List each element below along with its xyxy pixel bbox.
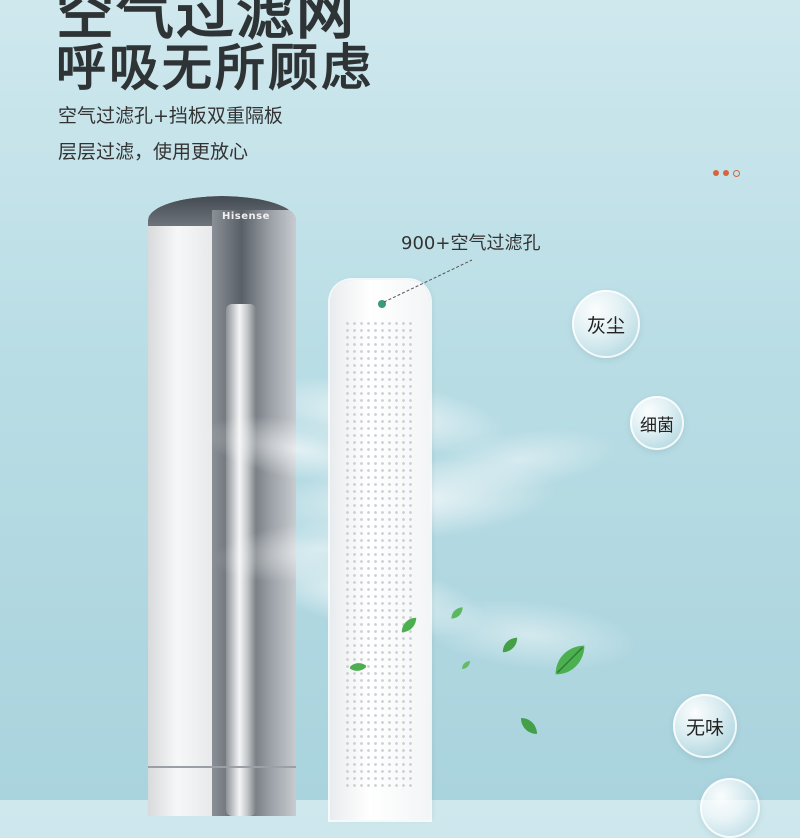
callout-leader-line: [384, 259, 473, 303]
headline: 呼吸无所顾虑: [56, 39, 374, 97]
leaf-icon: [451, 607, 463, 619]
filter-holes-pattern: [344, 320, 416, 790]
carousel-dot[interactable]: [733, 170, 740, 177]
carousel-dot[interactable]: [723, 170, 729, 176]
subtitle-line-1: 空气过滤孔+挡板双重隔板: [58, 105, 283, 127]
leaf-icon: [462, 661, 470, 669]
air-filter-panel: [330, 280, 430, 820]
leaf-icon: [521, 718, 537, 734]
air-conditioner-unit: [148, 196, 296, 816]
leaf-icon: [502, 637, 518, 653]
odor-bubble: 无味: [673, 694, 737, 758]
subtitle-line-2: 层层过滤，使用更放心: [58, 141, 249, 163]
filter-holes-callout: 900+空气过滤孔: [401, 233, 541, 254]
leaf-icon: [401, 617, 417, 633]
carousel-dot[interactable]: [713, 170, 719, 176]
filter-hole-marker: [378, 300, 386, 308]
ac-divider: [148, 766, 296, 768]
leaf-icon: [350, 663, 366, 671]
partial-bubble: [700, 778, 760, 838]
dust-bubble: 灰尘: [572, 290, 640, 358]
brand-logo: Hisense: [222, 211, 270, 222]
carousel-indicator[interactable]: [713, 170, 740, 177]
leaf-icon: [555, 645, 585, 675]
bacteria-bubble: 细菌: [630, 396, 684, 450]
airflow-swoosh: [416, 588, 644, 682]
headline-top: 空气过滤网: [56, 0, 357, 47]
